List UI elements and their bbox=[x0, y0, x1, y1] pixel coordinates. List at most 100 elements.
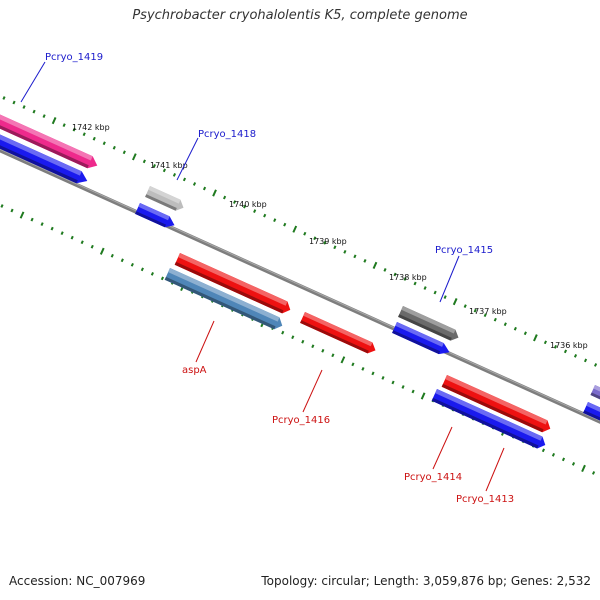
ruler-label-1739: 1739 kbp bbox=[309, 237, 347, 246]
minor-tick bbox=[413, 281, 417, 286]
minor-tick bbox=[140, 267, 144, 272]
gene-label-pcryo-1413[interactable]: Pcryo_1413 bbox=[456, 494, 514, 505]
gene-label-pcryo-1418[interactable]: Pcryo_1418 bbox=[198, 129, 256, 140]
minor-tick bbox=[583, 358, 588, 363]
leader-line-pcryo-1414 bbox=[432, 426, 453, 470]
gene-label-aspa[interactable]: aspA bbox=[182, 365, 207, 376]
minor-tick bbox=[343, 249, 347, 254]
gene-pcryo-1418[interactable] bbox=[145, 186, 184, 211]
minor-tick bbox=[182, 177, 187, 182]
minor-tick bbox=[2, 96, 6, 100]
minor-tick bbox=[321, 348, 325, 353]
major-tick bbox=[292, 225, 298, 233]
minor-tick bbox=[40, 222, 44, 226]
minor-tick bbox=[383, 268, 387, 272]
gene-pcryo-1414[interactable] bbox=[441, 375, 551, 433]
minor-tick bbox=[142, 159, 146, 164]
minor-tick bbox=[323, 240, 327, 245]
minor-tick bbox=[571, 462, 576, 466]
minor-tick bbox=[120, 258, 124, 263]
minor-tick bbox=[192, 182, 197, 186]
major-tick bbox=[131, 153, 137, 161]
minor-tick bbox=[371, 371, 375, 376]
gene-blue-1415[interactable] bbox=[392, 322, 450, 355]
gene-blue-left[interactable] bbox=[0, 130, 88, 184]
gene-pcryo-1416[interactable] bbox=[300, 312, 376, 354]
gene-blue-1418[interactable] bbox=[135, 203, 175, 228]
minor-tick bbox=[50, 226, 54, 231]
minor-tick bbox=[391, 380, 395, 385]
minor-tick bbox=[22, 105, 26, 109]
major-tick bbox=[372, 261, 378, 270]
minor-tick bbox=[223, 195, 227, 200]
ruler-label-1740: 1740 kbp bbox=[229, 200, 267, 209]
major-tick bbox=[581, 464, 586, 473]
minor-tick bbox=[172, 173, 177, 177]
minor-tick bbox=[573, 354, 578, 358]
leader-line-pcryo-1413 bbox=[485, 447, 505, 492]
minor-tick bbox=[243, 204, 247, 209]
genome-backbone bbox=[0, 148, 600, 424]
minor-tick bbox=[273, 218, 277, 223]
ruler-label-1742: 1742 kbp bbox=[72, 123, 110, 132]
gene-pcryo-1415[interactable] bbox=[398, 306, 459, 341]
major-tick bbox=[19, 211, 25, 219]
minor-tick bbox=[102, 141, 106, 146]
minor-tick bbox=[263, 213, 267, 218]
minor-tick bbox=[423, 286, 427, 290]
minor-tick bbox=[513, 326, 517, 331]
minor-tick bbox=[333, 245, 337, 250]
minor-tick bbox=[72, 127, 76, 132]
minor-tick bbox=[303, 231, 307, 236]
gene-pcryo-1413[interactable] bbox=[431, 389, 546, 449]
minor-tick bbox=[42, 114, 46, 118]
minor-tick bbox=[311, 344, 315, 349]
major-tick bbox=[51, 117, 57, 125]
minor-tick bbox=[463, 304, 467, 308]
gene-label-pcryo-1416[interactable]: Pcryo_1416 bbox=[272, 415, 330, 426]
ruler-label-1741: 1741 kbp bbox=[150, 161, 188, 170]
gene-edge-purple[interactable] bbox=[590, 385, 600, 401]
major-tick bbox=[420, 392, 426, 400]
minor-tick bbox=[12, 100, 16, 105]
minor-tick bbox=[10, 208, 14, 213]
minor-tick bbox=[60, 231, 64, 236]
minor-tick bbox=[381, 376, 385, 380]
ruler-ticks bbox=[0, 96, 598, 475]
minor-tick bbox=[591, 471, 596, 475]
minor-tick bbox=[401, 385, 405, 389]
minor-tick bbox=[563, 349, 568, 354]
minor-tick bbox=[301, 339, 305, 344]
minor-tick bbox=[483, 313, 487, 318]
minor-tick bbox=[30, 217, 34, 222]
leader-line-pcryo-1418 bbox=[176, 137, 199, 181]
minor-tick bbox=[152, 163, 156, 168]
minor-tick bbox=[150, 271, 154, 276]
major-tick bbox=[99, 247, 105, 255]
minor-tick bbox=[541, 448, 546, 453]
minor-tick bbox=[443, 295, 447, 299]
gene-label-pcryo-1414[interactable]: Pcryo_1414 bbox=[404, 472, 462, 483]
minor-tick bbox=[403, 277, 407, 281]
major-tick bbox=[340, 356, 346, 364]
major-tick bbox=[212, 189, 217, 197]
ruler-label-1738: 1738 kbp bbox=[389, 273, 427, 282]
minor-tick bbox=[503, 322, 507, 327]
genome-stats-label: Topology: circular; Length: 3,059,876 bp… bbox=[261, 574, 591, 588]
minor-tick bbox=[353, 254, 357, 259]
minor-tick bbox=[363, 259, 367, 263]
ruler-label-1737: 1737 kbp bbox=[469, 307, 507, 316]
page-title: Psychrobacter cryohalolentis K5, complet… bbox=[132, 8, 468, 23]
minor-tick bbox=[130, 262, 134, 267]
gene-aspa[interactable] bbox=[164, 268, 283, 330]
minor-tick bbox=[543, 340, 548, 345]
gene-label-pcryo-1419[interactable]: Pcryo_1419 bbox=[45, 52, 103, 63]
gene-pcryo-1419[interactable] bbox=[0, 110, 98, 169]
gene-label-pcryo-1415[interactable]: Pcryo_1415 bbox=[435, 245, 493, 256]
minor-tick bbox=[411, 389, 415, 394]
minor-tick bbox=[92, 136, 96, 141]
gene-blue-edge[interactable] bbox=[583, 402, 600, 422]
minor-tick bbox=[70, 235, 74, 240]
gene-aspa-upper[interactable] bbox=[174, 253, 291, 314]
minor-tick bbox=[283, 222, 287, 227]
